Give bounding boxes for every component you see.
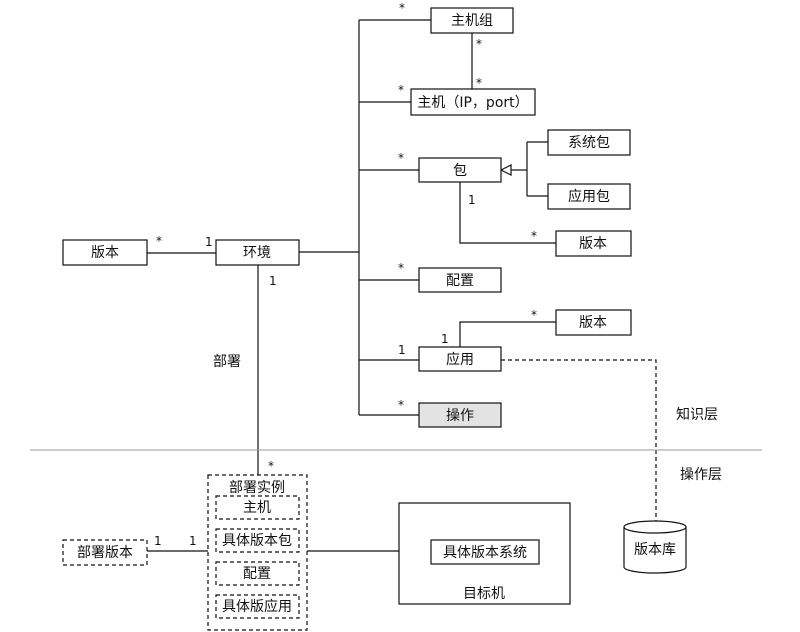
svg-text:具体版本包: 具体版本包: [222, 533, 292, 549]
svg-text:系统包: 系统包: [568, 135, 610, 151]
svg-text:包: 包: [453, 163, 467, 179]
svg-text:版本库: 版本库: [634, 542, 676, 558]
node-host: 主机（IP，port）: [410, 88, 536, 116]
node-version-repository: 版本库: [623, 520, 687, 574]
mult-config: *: [398, 261, 404, 275]
node-di-app: 具体版应用: [215, 594, 300, 619]
svg-text:版本: 版本: [579, 315, 607, 331]
mult-operation: *: [398, 398, 404, 412]
node-app-version: 版本: [555, 309, 632, 336]
node-host-group: 主机组: [430, 7, 514, 34]
mult-deploy-instance: *: [268, 459, 274, 473]
svg-text:应用包: 应用包: [568, 188, 610, 205]
mult-host-group-down: *: [476, 37, 482, 51]
node-version: 版本: [62, 239, 148, 266]
mult-instance-one: 1: [189, 534, 197, 548]
node-di-config: 配置: [215, 561, 300, 586]
svg-text:版本: 版本: [91, 245, 119, 261]
svg-text:配置: 配置: [243, 566, 271, 582]
edge-application-version: [459, 321, 556, 347]
svg-text:具体版本系统: 具体版本系统: [443, 545, 527, 561]
mult-app-version: *: [531, 308, 537, 322]
svg-text:主机（IP，port）: 主机（IP，port）: [417, 95, 528, 111]
edge-package-version: [459, 182, 556, 244]
node-config: 配置: [418, 267, 502, 293]
node-deploy-version: 部署版本: [62, 539, 148, 566]
edge-application-repository: [501, 359, 657, 522]
mult-application-one: 1: [398, 343, 406, 357]
node-operation: 操作: [418, 402, 502, 428]
label-deploy: 部署: [213, 354, 241, 370]
node-application: 应用: [418, 346, 502, 372]
svg-text:版本: 版本: [579, 236, 607, 252]
svg-text:目标机: 目标机: [463, 586, 505, 602]
mult-package-one: 1: [468, 193, 476, 207]
mult-host-up: *: [476, 76, 482, 90]
svg-text:部署版本: 部署版本: [77, 545, 133, 561]
mult-package: *: [398, 151, 404, 165]
multiplicities: * * * * * 1 * * 1 1 * * 1 1 * * 1 1: [154, 1, 537, 548]
node-di-host: 主机: [215, 495, 300, 520]
label-knowledge-layer: 知识层: [676, 406, 718, 423]
svg-text:应用: 应用: [446, 351, 474, 368]
node-app-package: 应用包: [547, 183, 631, 210]
svg-text:环境: 环境: [243, 245, 271, 261]
svg-text:部署实例: 部署实例: [229, 480, 285, 496]
mult-app-version-one: 1: [441, 332, 449, 346]
svg-text:具体版应用: 具体版应用: [222, 598, 292, 615]
mult-environment-one: 1: [205, 235, 213, 249]
svg-text:操作: 操作: [446, 408, 474, 424]
node-environment: 环境: [215, 239, 300, 266]
label-operation-layer: 操作层: [680, 467, 722, 483]
svg-text:主机: 主机: [243, 500, 271, 516]
mult-deploy-one: 1: [269, 274, 277, 288]
mult-host-group: *: [399, 1, 405, 15]
generalization-arrowhead: [499, 164, 512, 176]
mult-host: *: [398, 83, 404, 97]
node-system-package: 系统包: [547, 129, 631, 156]
connectors: [147, 19, 657, 552]
node-package: 包: [418, 157, 502, 183]
mult-package-version: *: [531, 229, 537, 243]
node-di-package-version: 具体版本包: [215, 528, 300, 553]
node-concrete-version-system: 具体版本系统: [430, 539, 540, 565]
mult-deploy-version-one: 1: [154, 534, 162, 548]
mult-version-star: *: [156, 234, 162, 248]
node-package-version: 版本: [555, 230, 632, 257]
svg-text:配置: 配置: [446, 273, 474, 289]
svg-text:主机组: 主机组: [451, 13, 493, 29]
